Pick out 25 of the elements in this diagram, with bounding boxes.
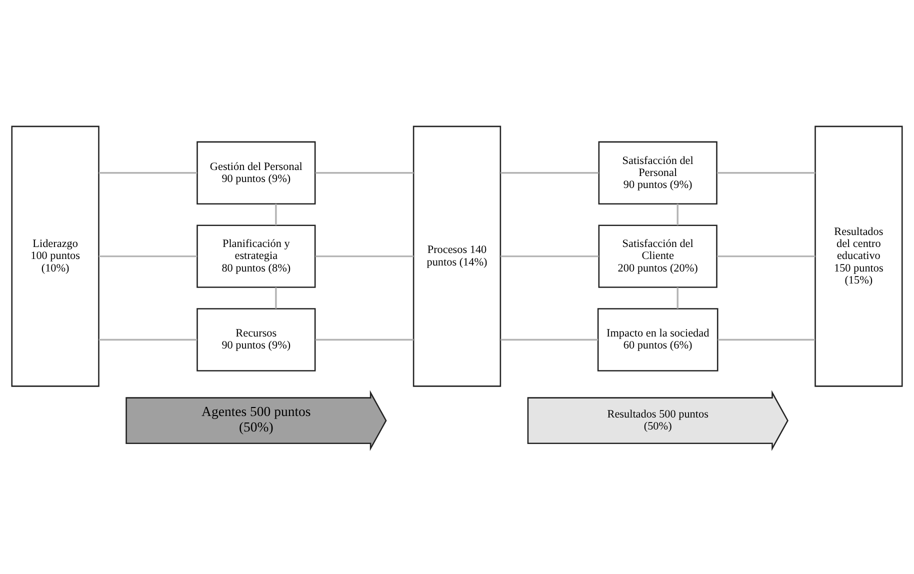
node-box: Planificación y estrategia 80 puntos (8%) — [196, 224, 316, 288]
node-box: Resultados del centro educativo 150 puntos (15%) — [814, 125, 903, 386]
connector — [717, 254, 816, 257]
connector — [500, 172, 599, 174]
connector — [275, 286, 277, 308]
connector — [275, 203, 277, 225]
connector — [98, 338, 198, 340]
node-box: Recursos 90 puntos (9%) — [196, 308, 316, 371]
connector — [676, 286, 678, 308]
connector — [717, 172, 816, 174]
connector — [718, 338, 815, 340]
connector — [676, 203, 678, 225]
connector — [315, 254, 414, 257]
node-box: Liderazgo 100 puntos (10%) — [11, 125, 100, 386]
connector — [315, 172, 414, 174]
node-box: Impacto en la sociedad 60 puntos (6%) — [597, 308, 718, 371]
node-box: Satisfacción del Personal 90 puntos (9%) — [598, 140, 718, 204]
connector — [500, 254, 599, 257]
connector — [500, 338, 598, 340]
connector — [315, 338, 414, 340]
node-box: Procesos 140 puntos (14%) — [412, 125, 502, 386]
node-box: Gestión del Personal 90 puntos (9%) — [196, 140, 316, 204]
connector — [98, 254, 198, 257]
node-box: Satisfacción del Cliente 200 puntos (20%) — [598, 224, 718, 288]
connector — [98, 172, 198, 174]
